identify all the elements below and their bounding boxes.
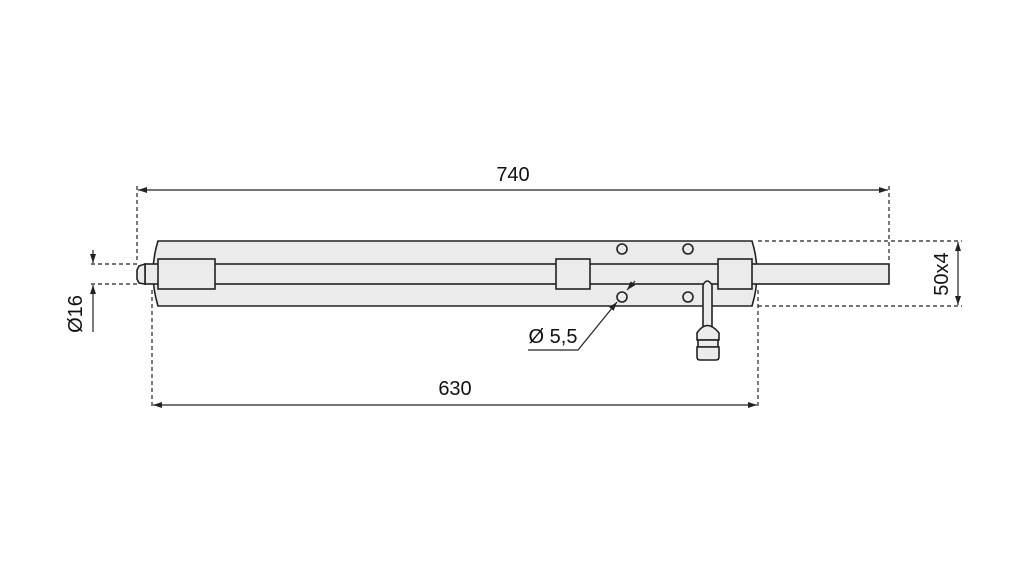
hole-diameter-leader bbox=[528, 301, 618, 351]
mounting-hole bbox=[616, 243, 628, 255]
bolt-diameter-label: Ø16 bbox=[65, 295, 87, 333]
handle-knob bbox=[696, 324, 720, 341]
hole-diameter-arrow bbox=[626, 280, 636, 291]
handle-knob-ring bbox=[697, 339, 719, 348]
hole-diameter-label: Ø 5,5 bbox=[529, 326, 578, 348]
plate-size-label: 50x4 bbox=[931, 252, 953, 295]
overall-length-label: 740 bbox=[496, 164, 529, 186]
mounting-hole bbox=[682, 291, 694, 303]
bolt-tip bbox=[136, 262, 146, 285]
bolt-guide bbox=[555, 258, 591, 290]
bolt-guide bbox=[157, 258, 216, 290]
bolt-handle bbox=[702, 280, 713, 331]
plate-length-label: 630 bbox=[438, 378, 471, 400]
mounting-hole bbox=[682, 243, 694, 255]
bolt-bar bbox=[144, 263, 890, 285]
mounting-hole bbox=[616, 291, 628, 303]
handle-knob-end bbox=[696, 346, 720, 361]
bolt-guide bbox=[717, 258, 753, 290]
